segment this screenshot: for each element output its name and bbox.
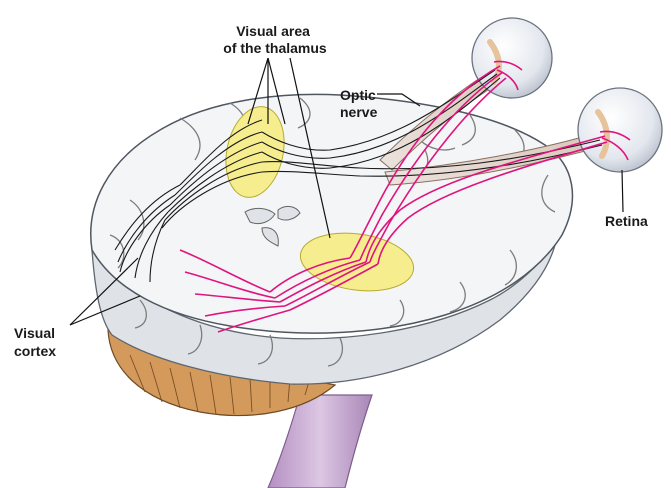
eyeball-lower [577,87,663,173]
label-thalamus-line1: Visual area [236,23,310,39]
thalamus-visual-area-left [225,106,285,198]
pink-visual-pathway [179,60,631,333]
brainstem [267,394,373,488]
label-cortex-line2: cortex [14,343,56,359]
cortex-lower-wall [91,244,556,385]
label-optic-line1: Optic [340,87,376,103]
label-thalamus: Visual area of the thalamus [223,23,327,56]
label-leaders [69,57,624,326]
label-retina: Retina [605,213,648,229]
label-optic-line2: nerve [340,104,378,120]
label-visual-cortex: Visual cortex [14,325,59,359]
retina-lower [595,109,610,159]
black-visual-pathway [114,69,603,283]
label-optic-nerve: Optic nerve [340,87,380,120]
ventricle [261,227,279,247]
label-cortex-line1: Visual [14,325,55,341]
retina-upper [487,39,502,85]
label-thalamus-line2: of the thalamus [223,40,327,56]
cortical-folds [109,97,556,367]
ventricle [244,207,276,225]
ventricle [277,205,301,221]
